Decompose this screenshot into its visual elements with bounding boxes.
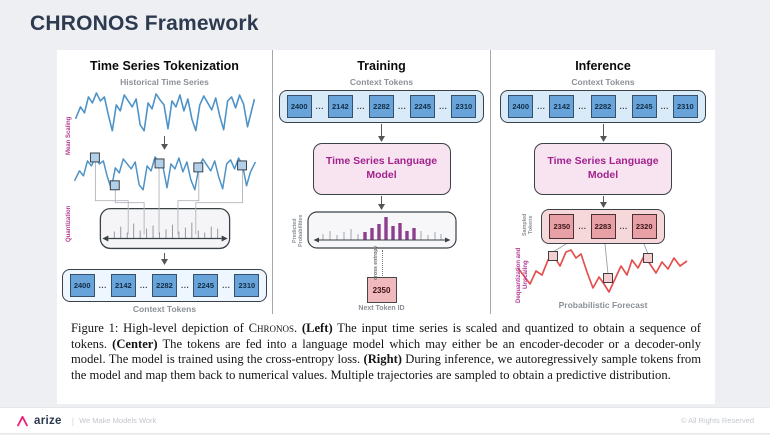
token: 2282 [590,95,616,118]
token: 2142 [549,95,575,118]
panel-tokenization: Mean Scaling Quantization Time Series To… [57,50,272,314]
caption-segment: (Right) [363,352,402,367]
token: 2310 [672,95,698,118]
historical-series-label: Historical Time Series [120,77,209,87]
context-tokens-label: Context Tokens [132,304,197,314]
ellipsis: ... [398,102,407,111]
brand-tagline: We Make Models Work [79,416,157,425]
cross-entropy-connector: cross entropy [352,246,412,280]
panel-title: Time Series Tokenization [90,59,239,73]
arrow-down-icon [161,135,168,150]
caption-segment: Chronos [248,321,294,335]
ellipsis: ... [578,222,587,231]
token: 2245 [193,274,219,297]
context-tokens-strip: 2400 ... 2142 ... 2282 ... 2245 ... 2310 [500,90,706,123]
footer: arize | We Make Models Work © All Rights… [0,407,770,434]
ellipsis: ... [222,281,231,290]
caption-segment: . [293,321,302,335]
dotted-line [381,250,383,276]
brand: arize | We Make Models Work [16,415,156,427]
token: 2400 [286,95,312,118]
figure-panels: Mean Scaling Quantization Time Series To… [57,50,715,314]
predicted-probabilities-chart [306,211,457,249]
token: 2400 [508,95,534,118]
context-tokens-strip: 2400 ... 2142 ... 2282 ... 2245 ... 2310 [61,269,268,302]
token: 2142 [110,274,136,297]
ellipsis: ... [619,102,628,111]
time-series-language-model-box: Time Series Language Model [534,143,672,195]
historical-series-chart [74,92,255,132]
caption-segment: The tokens are fed into a language model… [71,336,701,367]
arrow-down-icon [161,253,168,265]
arrow-down-icon [599,196,607,208]
next-token-box: 2350 [366,277,397,303]
time-series-language-model-box: Time Series Language Model [312,143,451,195]
context-tokens-label: Context Tokens [349,77,414,87]
ellipsis: ... [578,102,587,111]
probabilistic-forecast-chart [517,244,688,293]
token: 2310 [234,274,260,297]
caption-segment: During inference, we autoregressively sa… [71,352,701,383]
probabilistic-forecast-label: Probabilistic Forecast [558,300,648,310]
caption-segment: (Center) [112,336,158,351]
ellipsis: ... [315,102,324,111]
figure-caption: Figure 1: High-level depiction of Chrono… [71,321,701,384]
ellipsis: ... [619,222,628,231]
brand-name: arize [34,414,62,427]
token: 2282 [369,95,394,118]
context-tokens-label: Context Tokens [571,77,635,87]
token: 2245 [410,95,436,118]
next-token-id-label: Next Token ID [358,305,405,312]
ellipsis: ... [537,102,546,111]
arrow-down-icon [599,124,607,142]
arize-logo-icon [17,415,28,426]
ellipsis: ... [98,281,107,290]
copyright-text: © All Rights Reserved [680,416,754,425]
caption-segment: Figure 1: High-level depiction of [71,321,249,335]
ellipsis: ... [439,102,448,111]
sampled-token: 2283 [590,214,616,239]
ellipsis: ... [139,281,148,290]
sampled-token: 2350 [549,214,575,239]
ellipsis: ... [356,102,365,111]
panel-inference: Sampled Tokens Dequantization and Unscal… [491,50,715,314]
sampled-token: 2320 [631,214,657,239]
arrow-down-icon [378,124,385,142]
token: 2400 [69,274,95,297]
quantized-series-chart [73,152,256,249]
token: 2142 [327,95,353,118]
figure-card: Mean Scaling Quantization Time Series To… [57,50,715,404]
context-tokens-strip: 2400 ... 2142 ... 2282 ... 2245 ... 2310 [278,90,485,123]
page-title: CHRONOS Framework [30,12,259,35]
token: 2245 [631,95,657,118]
panel-title: Inference [575,59,631,73]
token: 2282 [152,274,177,297]
caption-segment: (Left) [301,321,333,335]
sampled-tokens-strip: 2350 ... 2283 ... 2320 [541,209,665,244]
ellipsis: ... [181,281,190,290]
ellipsis: ... [660,102,669,111]
arrow-down-icon [378,196,385,210]
token: 2310 [451,95,477,118]
panel-title: Training [357,59,406,73]
panel-training: Predicted Probabilities Training Context… [272,50,491,314]
caption-segment: The input time series is scaled and quan… [71,321,701,351]
brand-separator: | [71,415,75,426]
